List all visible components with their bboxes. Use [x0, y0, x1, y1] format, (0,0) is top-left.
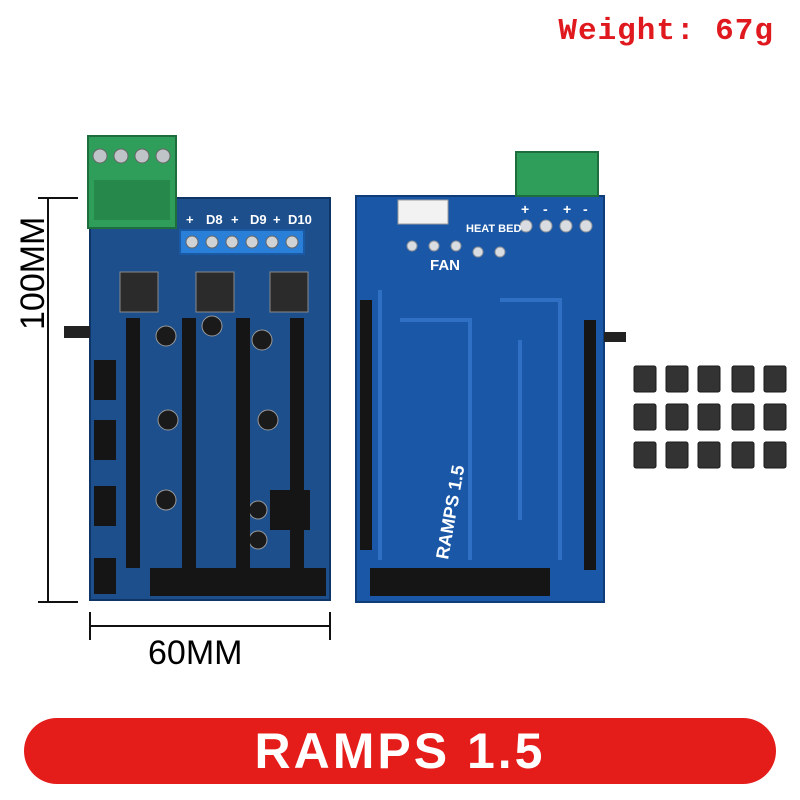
power-label: + — [521, 201, 529, 217]
power-label: + — [563, 201, 571, 217]
terminal-label: + — [231, 212, 239, 227]
product-title: RAMPS 1.5 — [254, 723, 546, 779]
heat-bed-label: HEAT BED — [466, 223, 521, 235]
fan-label: FAN — [430, 257, 460, 274]
terminal-label: + — [273, 212, 281, 227]
terminal-label: D8 — [206, 212, 223, 227]
product-title-banner: RAMPS 1.5 — [24, 718, 776, 784]
terminal-label: D9 — [250, 212, 267, 227]
width-dimension-label: 60MM — [148, 634, 243, 672]
power-label: - — [583, 201, 588, 217]
terminal-label: + — [186, 212, 194, 227]
output-terminal — [179, 229, 305, 255]
power-label: - — [543, 201, 548, 217]
weight-label: Weight: 67g — [558, 14, 774, 49]
terminal-label: D10 — [288, 212, 312, 227]
